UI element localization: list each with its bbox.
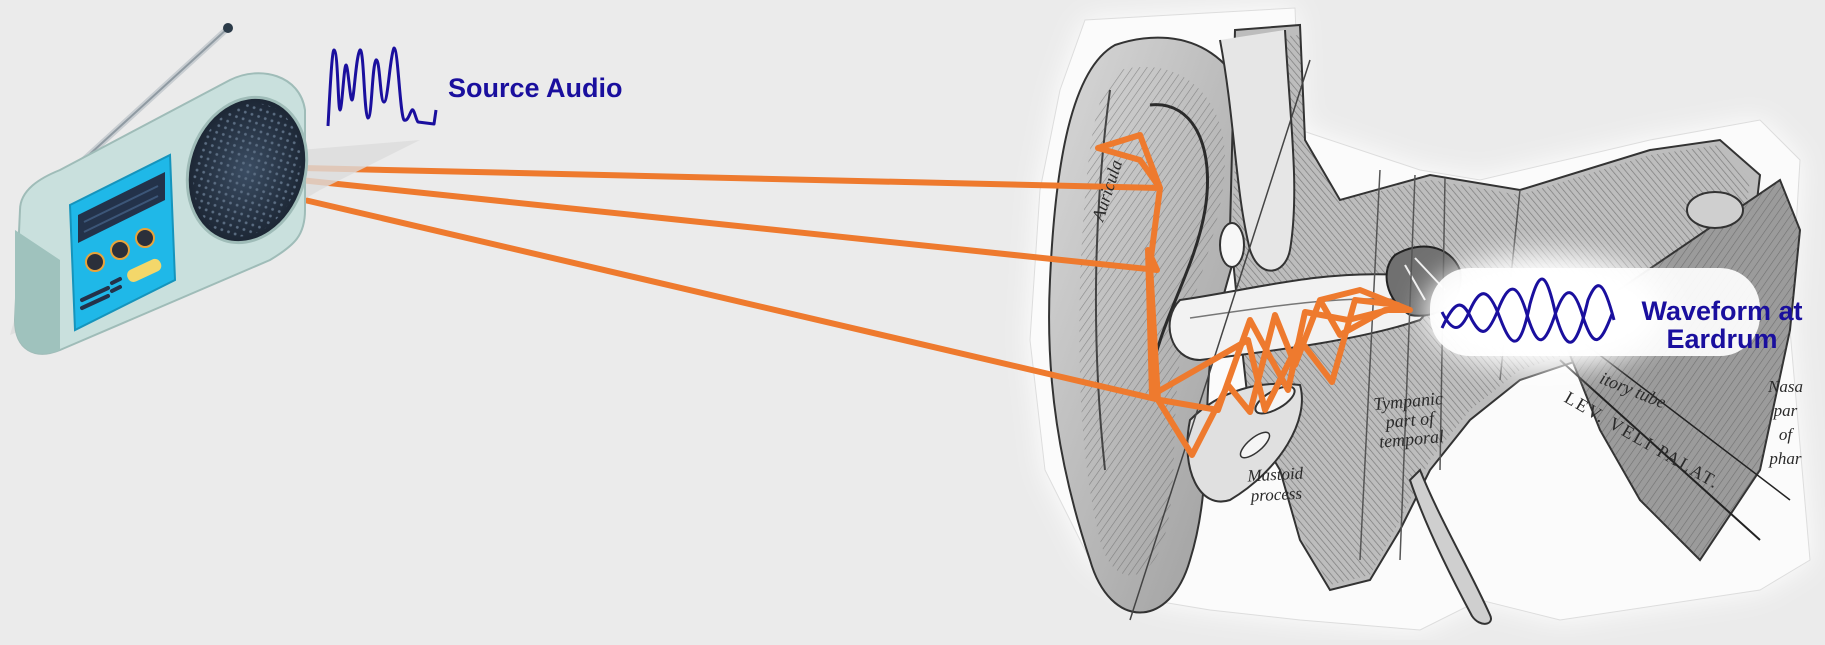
mastoid-line-2: process bbox=[1248, 484, 1305, 507]
waveform-at-eardrum-label: Waveform at Eardrum bbox=[1622, 297, 1822, 353]
waveform-label-line-2: Eardrum bbox=[1622, 325, 1822, 353]
nasal-line-2: par bbox=[1768, 399, 1803, 423]
nasal-line-3: of bbox=[1768, 423, 1803, 447]
tympanic-label: Tympanic part of temporal bbox=[1373, 389, 1447, 452]
source-audio-label: Source Audio bbox=[448, 75, 623, 102]
mastoid-label: Mastoid process bbox=[1247, 464, 1305, 507]
source-waveform-icon bbox=[328, 48, 436, 126]
waveform-label-line-1: Waveform at bbox=[1622, 297, 1822, 325]
nasal-line-1: Nasa bbox=[1768, 375, 1803, 399]
nasal-line-4: phar bbox=[1768, 447, 1803, 471]
nasal-pharynx-label: Nasa par of phar bbox=[1768, 375, 1803, 471]
